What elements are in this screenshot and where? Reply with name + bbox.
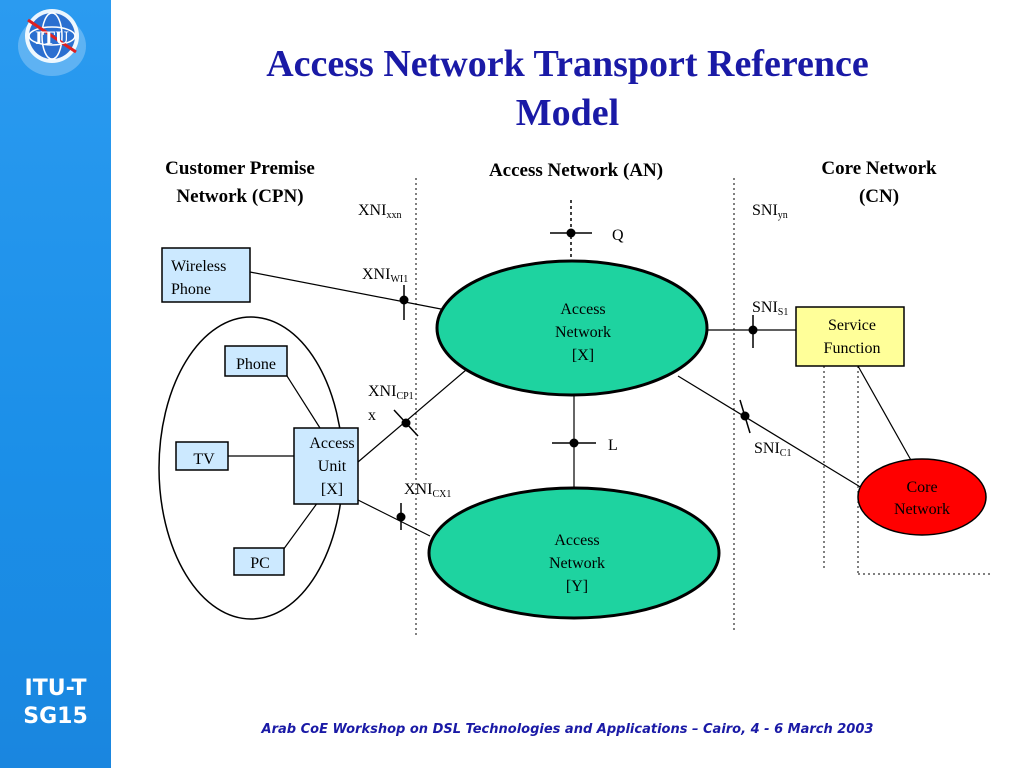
label-sni-c: SNIC1 [754, 440, 791, 459]
sidebar: ITU ITU-T SG15 [0, 0, 111, 768]
header-cn-line2: (CN) [859, 186, 899, 207]
service-function-node: Service Function [795, 306, 905, 367]
access-network-y-node: Access Network [Y] [427, 486, 721, 620]
sidebar-label-itu-t: ITU-T [24, 676, 87, 701]
access-unit-node: Access Unit [X] [293, 427, 359, 505]
itu-logo: ITU [18, 9, 86, 76]
pc-label: PC [250, 555, 270, 572]
tv-node: TV [175, 441, 229, 471]
access-unit-line3: [X] [321, 481, 343, 498]
ref-point-xni-cx [396, 503, 406, 530]
access-network-y-line2: Network [549, 555, 605, 572]
phone-node: Phone [224, 345, 288, 377]
footer-text: Arab CoE Workshop on DSL Technologies an… [261, 722, 874, 737]
core-network-node: Core Network [857, 458, 987, 536]
ref-point-q [550, 228, 592, 238]
label-xni-cx: XNICX1 [404, 481, 451, 500]
line-sf-core [857, 365, 913, 463]
label-xni-cp: XNICP1 [368, 383, 414, 402]
label-sni-s: SNIS1 [752, 299, 788, 318]
access-unit-line1: Access [309, 435, 354, 452]
access-network-y-line1: Access [554, 532, 599, 549]
line-anx-core [677, 375, 863, 489]
ref-point-xni-cp [393, 409, 419, 437]
title-line-1: Access Network Transport Reference [266, 43, 869, 85]
label-xni-xxn: XNIxxn [358, 202, 401, 221]
access-network-x-line3: [X] [572, 347, 594, 364]
ref-point-l [552, 438, 596, 448]
service-function-line2: Function [824, 340, 881, 357]
service-function-line1: Service [828, 317, 876, 334]
header-an: Access Network (AN) [489, 160, 663, 181]
label-xni-cp-x: x [368, 407, 376, 424]
line-au-any [357, 499, 431, 537]
tv-label: TV [193, 451, 215, 468]
wireless-phone-line1: Wireless [171, 258, 226, 275]
header-cpn-line1: Customer Premise [165, 158, 315, 179]
page-title: Access Network Transport Reference Model [111, 40, 1024, 138]
sidebar-label-sg15: SG15 [23, 704, 88, 729]
core-network-line2: Network [894, 501, 950, 518]
label-xni-wi: XNIWI1 [362, 266, 408, 285]
access-network-x-node: Access Network [X] [435, 259, 709, 397]
label-sni-yn: SNIyn [752, 202, 788, 221]
access-network-x-line2: Network [555, 324, 611, 341]
header-cpn-line2: Network (CPN) [176, 186, 303, 207]
header-cn-line1: Core Network [821, 158, 937, 179]
line-au-anx [357, 369, 467, 463]
pc-node: PC [233, 547, 285, 576]
ref-point-sni-c [739, 399, 751, 434]
access-unit-line2: Unit [318, 458, 347, 475]
line-wireless-an [249, 271, 447, 311]
wireless-phone-node: Wireless Phone [161, 247, 251, 303]
label-q: Q [612, 227, 624, 244]
core-network-line1: Core [906, 479, 937, 496]
ref-point-xni-wi [399, 285, 409, 320]
line-phone-au [286, 375, 321, 429]
logo-text: ITU [35, 28, 69, 49]
phone-label: Phone [236, 356, 276, 373]
ref-point-sni-s [748, 315, 758, 348]
label-l: L [608, 437, 618, 454]
title-line-2: Model [515, 92, 620, 134]
line-pc-au [282, 501, 319, 551]
access-network-y-line3: [Y] [566, 578, 588, 595]
wireless-phone-line2: Phone [171, 281, 211, 298]
access-network-x-line1: Access [560, 301, 605, 318]
